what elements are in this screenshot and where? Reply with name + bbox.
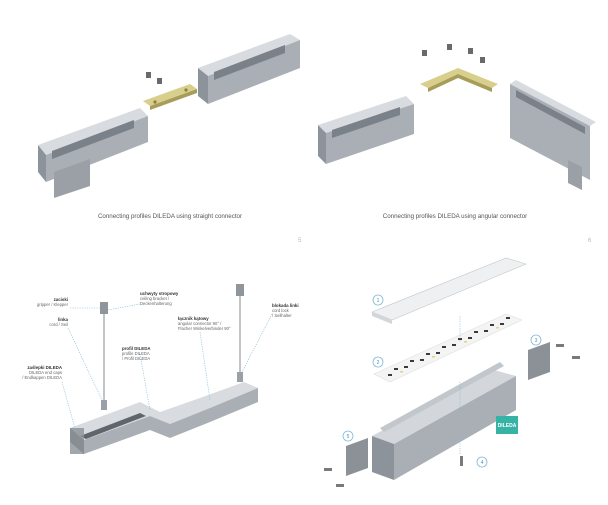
end-cap <box>346 342 550 476</box>
step-marker-2: 2 <box>372 356 384 368</box>
end-cap <box>70 428 84 454</box>
profile-left <box>318 96 414 164</box>
svg-text:profile DILEDA: profile DILEDA <box>122 351 150 356</box>
z-profile <box>70 382 258 454</box>
svg-text:linka: linka <box>58 317 69 322</box>
screw <box>422 44 485 63</box>
label-lacznik: łącznik kątowy angular connector 90° / F… <box>178 316 231 331</box>
svg-text:/ Seilhalter: / Seilhalter <box>272 313 292 318</box>
leader-lines <box>61 303 273 433</box>
step-marker-4: 4 <box>476 456 488 468</box>
label-zaslepki: zaślepki DILEDA DILEDA end caps / Endkap… <box>22 365 63 380</box>
label-profil: profil DILEDA profile DILEDA / Profil DI… <box>122 346 151 361</box>
gripper <box>101 372 243 410</box>
svg-text:5: 5 <box>347 434 350 440</box>
angular-connector-figure <box>310 30 600 200</box>
screw <box>146 72 162 84</box>
label-uchwyty: uchwyty stropowy ceiling bracket / Decke… <box>140 291 179 306</box>
svg-text:uchwyty stropowy: uchwyty stropowy <box>140 291 179 296</box>
svg-text:gripper / Klepper: gripper / Klepper <box>37 302 69 307</box>
svg-text:Deckenhalterung: Deckenhalterung <box>140 301 172 306</box>
page-number-left: 5 <box>298 238 302 244</box>
svg-text:łącznik kątowy: łącznik kątowy <box>178 316 209 321</box>
label-zaciski: zaciski gripper / Klepper <box>37 297 69 307</box>
svg-text:4: 4 <box>481 460 484 466</box>
profile-right <box>510 80 596 190</box>
suspension-diagram: zaciski gripper / Klepper linka cord / S… <box>0 250 310 500</box>
svg-text:blokada linki: blokada linki <box>272 303 299 308</box>
dileda-badge: DILEDA <box>496 416 518 434</box>
label-blokada: blokada linki cord lock / Seilhalter <box>272 303 299 318</box>
svg-text:angular connector 90° /: angular connector 90° / <box>178 321 222 326</box>
svg-text:zaciski: zaciski <box>54 297 68 302</box>
step-marker-1: 1 <box>372 294 384 306</box>
svg-text:1: 1 <box>377 298 380 304</box>
svg-text:2: 2 <box>377 360 380 366</box>
caption-angular: Connecting profiles DILEDA using angular… <box>382 213 528 220</box>
svg-text:profil DILEDA: profil DILEDA <box>122 346 151 351</box>
straight-connector-figure <box>30 20 310 200</box>
exploded-assembly: DILEDA 1 2 3 4 5 <box>310 250 608 500</box>
svg-text:3: 3 <box>535 338 538 344</box>
aluminium-channel <box>372 362 516 480</box>
profile-left <box>38 108 148 198</box>
svg-text:cord / Seil: cord / Seil <box>49 322 68 327</box>
svg-text:/ Profil DILEDA: / Profil DILEDA <box>122 356 150 361</box>
svg-text:DILEDA end caps: DILEDA end caps <box>29 370 62 375</box>
diffuser-cover <box>371 257 527 324</box>
svg-text:cord lock: cord lock <box>272 308 290 313</box>
caption-straight: Connecting profiles DILEDA using straigh… <box>97 213 243 220</box>
svg-text:zaślepki DILEDA: zaślepki DILEDA <box>27 365 62 370</box>
profile-right <box>198 34 300 104</box>
svg-text:Flacher Winkelverbinder 90°: Flacher Winkelverbinder 90° <box>178 326 231 331</box>
step-marker-5: 5 <box>342 430 354 442</box>
step-marker-3: 3 <box>530 334 542 346</box>
ceiling-bracket <box>100 284 244 314</box>
cord <box>103 296 241 404</box>
svg-text:DILEDA: DILEDA <box>498 423 517 429</box>
led-strip <box>373 313 523 383</box>
screw <box>324 344 580 487</box>
angular-connector-plate <box>420 68 498 92</box>
page-number-right: 6 <box>588 238 592 244</box>
straight-connector-plate <box>143 84 197 110</box>
label-linka: linka cord / Seil <box>49 317 68 327</box>
svg-text:/ Endkappen DILEDA: / Endkappen DILEDA <box>22 375 62 380</box>
svg-text:ceiling bracket /: ceiling bracket / <box>140 296 170 301</box>
